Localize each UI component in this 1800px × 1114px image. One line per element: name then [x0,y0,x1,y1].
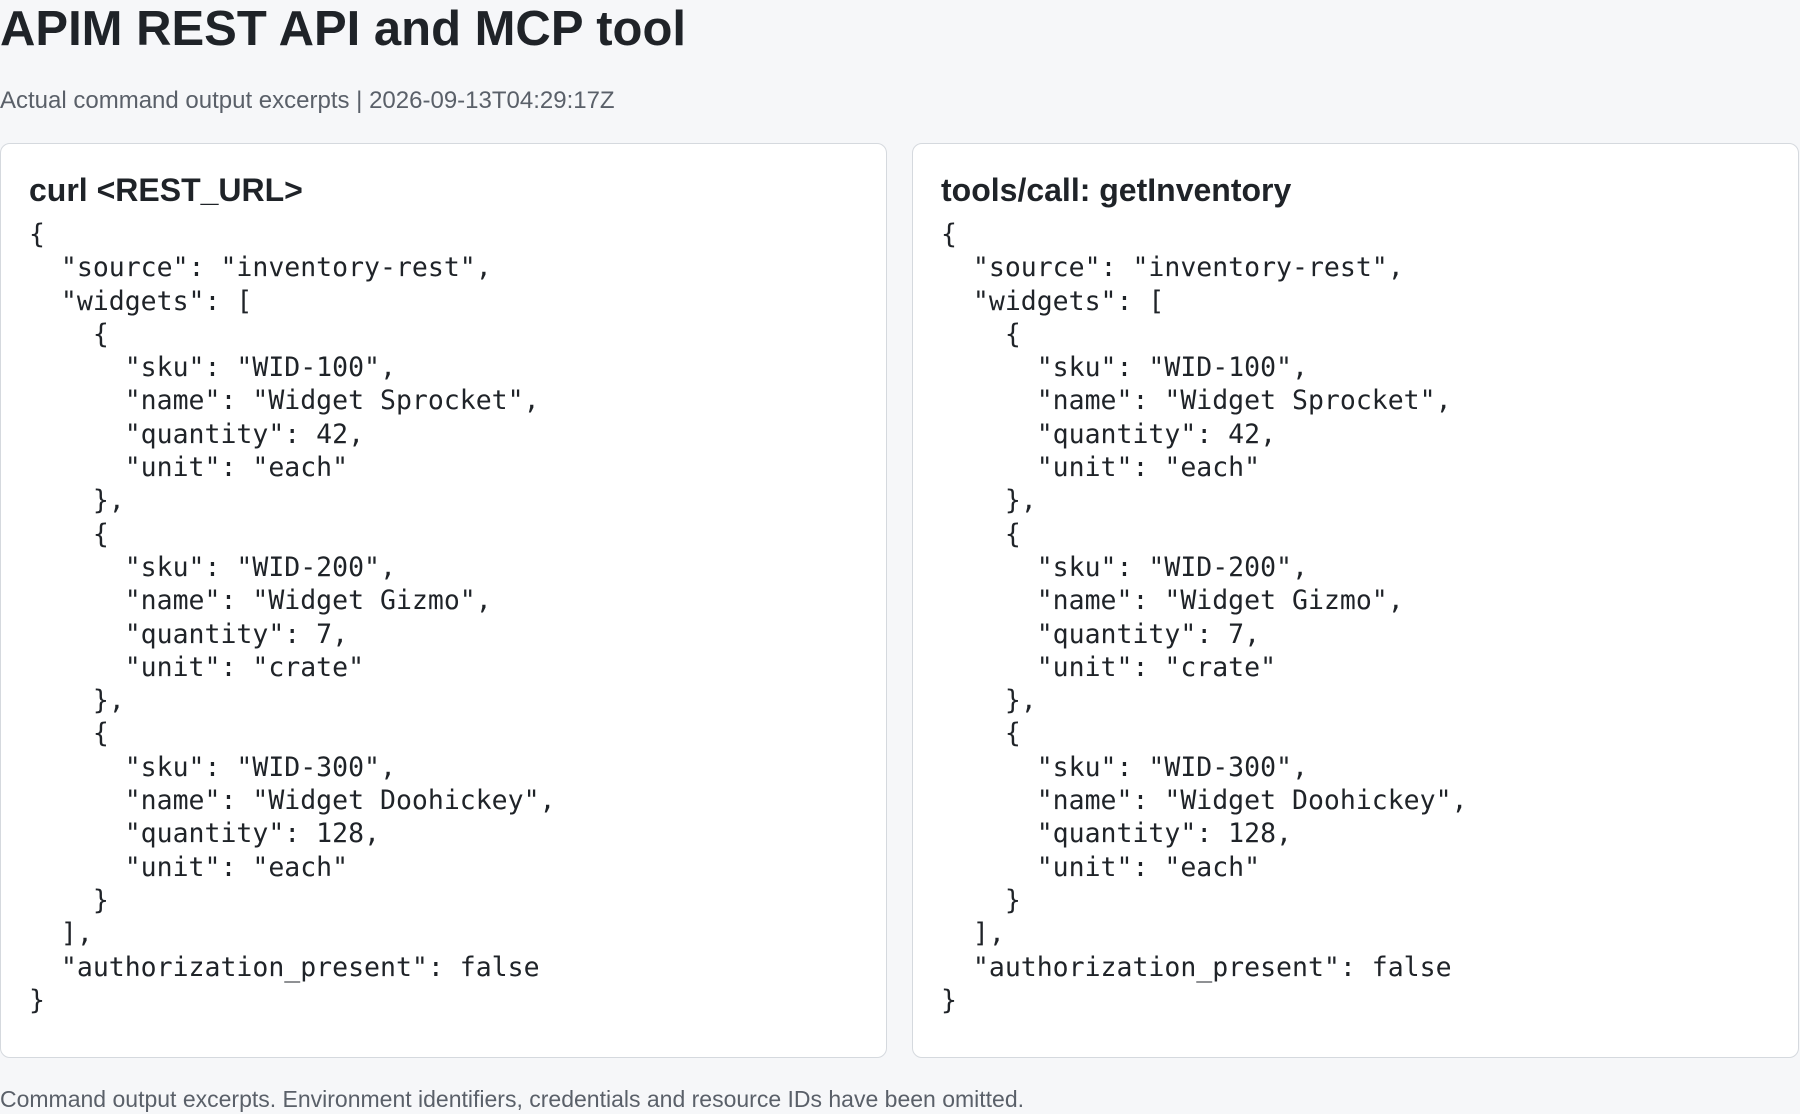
rest-command-output[interactable]: { "source": "inventory-rest", "widgets":… [29,219,556,1016]
mcp-panel-title: tools/call: getInventory [941,172,1292,208]
mcp-output-panel: tools/call: getInventory { "source": "in… [912,143,1799,1058]
page-title: APIM REST API and MCP tool [0,2,687,56]
rest-output-panel: curl <REST_URL> { "source": "inventory-r… [0,143,887,1058]
footer-note: Command output excerpts. Environment ide… [0,1086,1025,1112]
rest-panel-title: curl <REST_URL> [29,172,303,208]
mcp-command-output[interactable]: { "source": "inventory-rest", "widgets":… [941,219,1468,1016]
page-subtitle: Actual command output excerpts | 2026-09… [0,87,615,114]
